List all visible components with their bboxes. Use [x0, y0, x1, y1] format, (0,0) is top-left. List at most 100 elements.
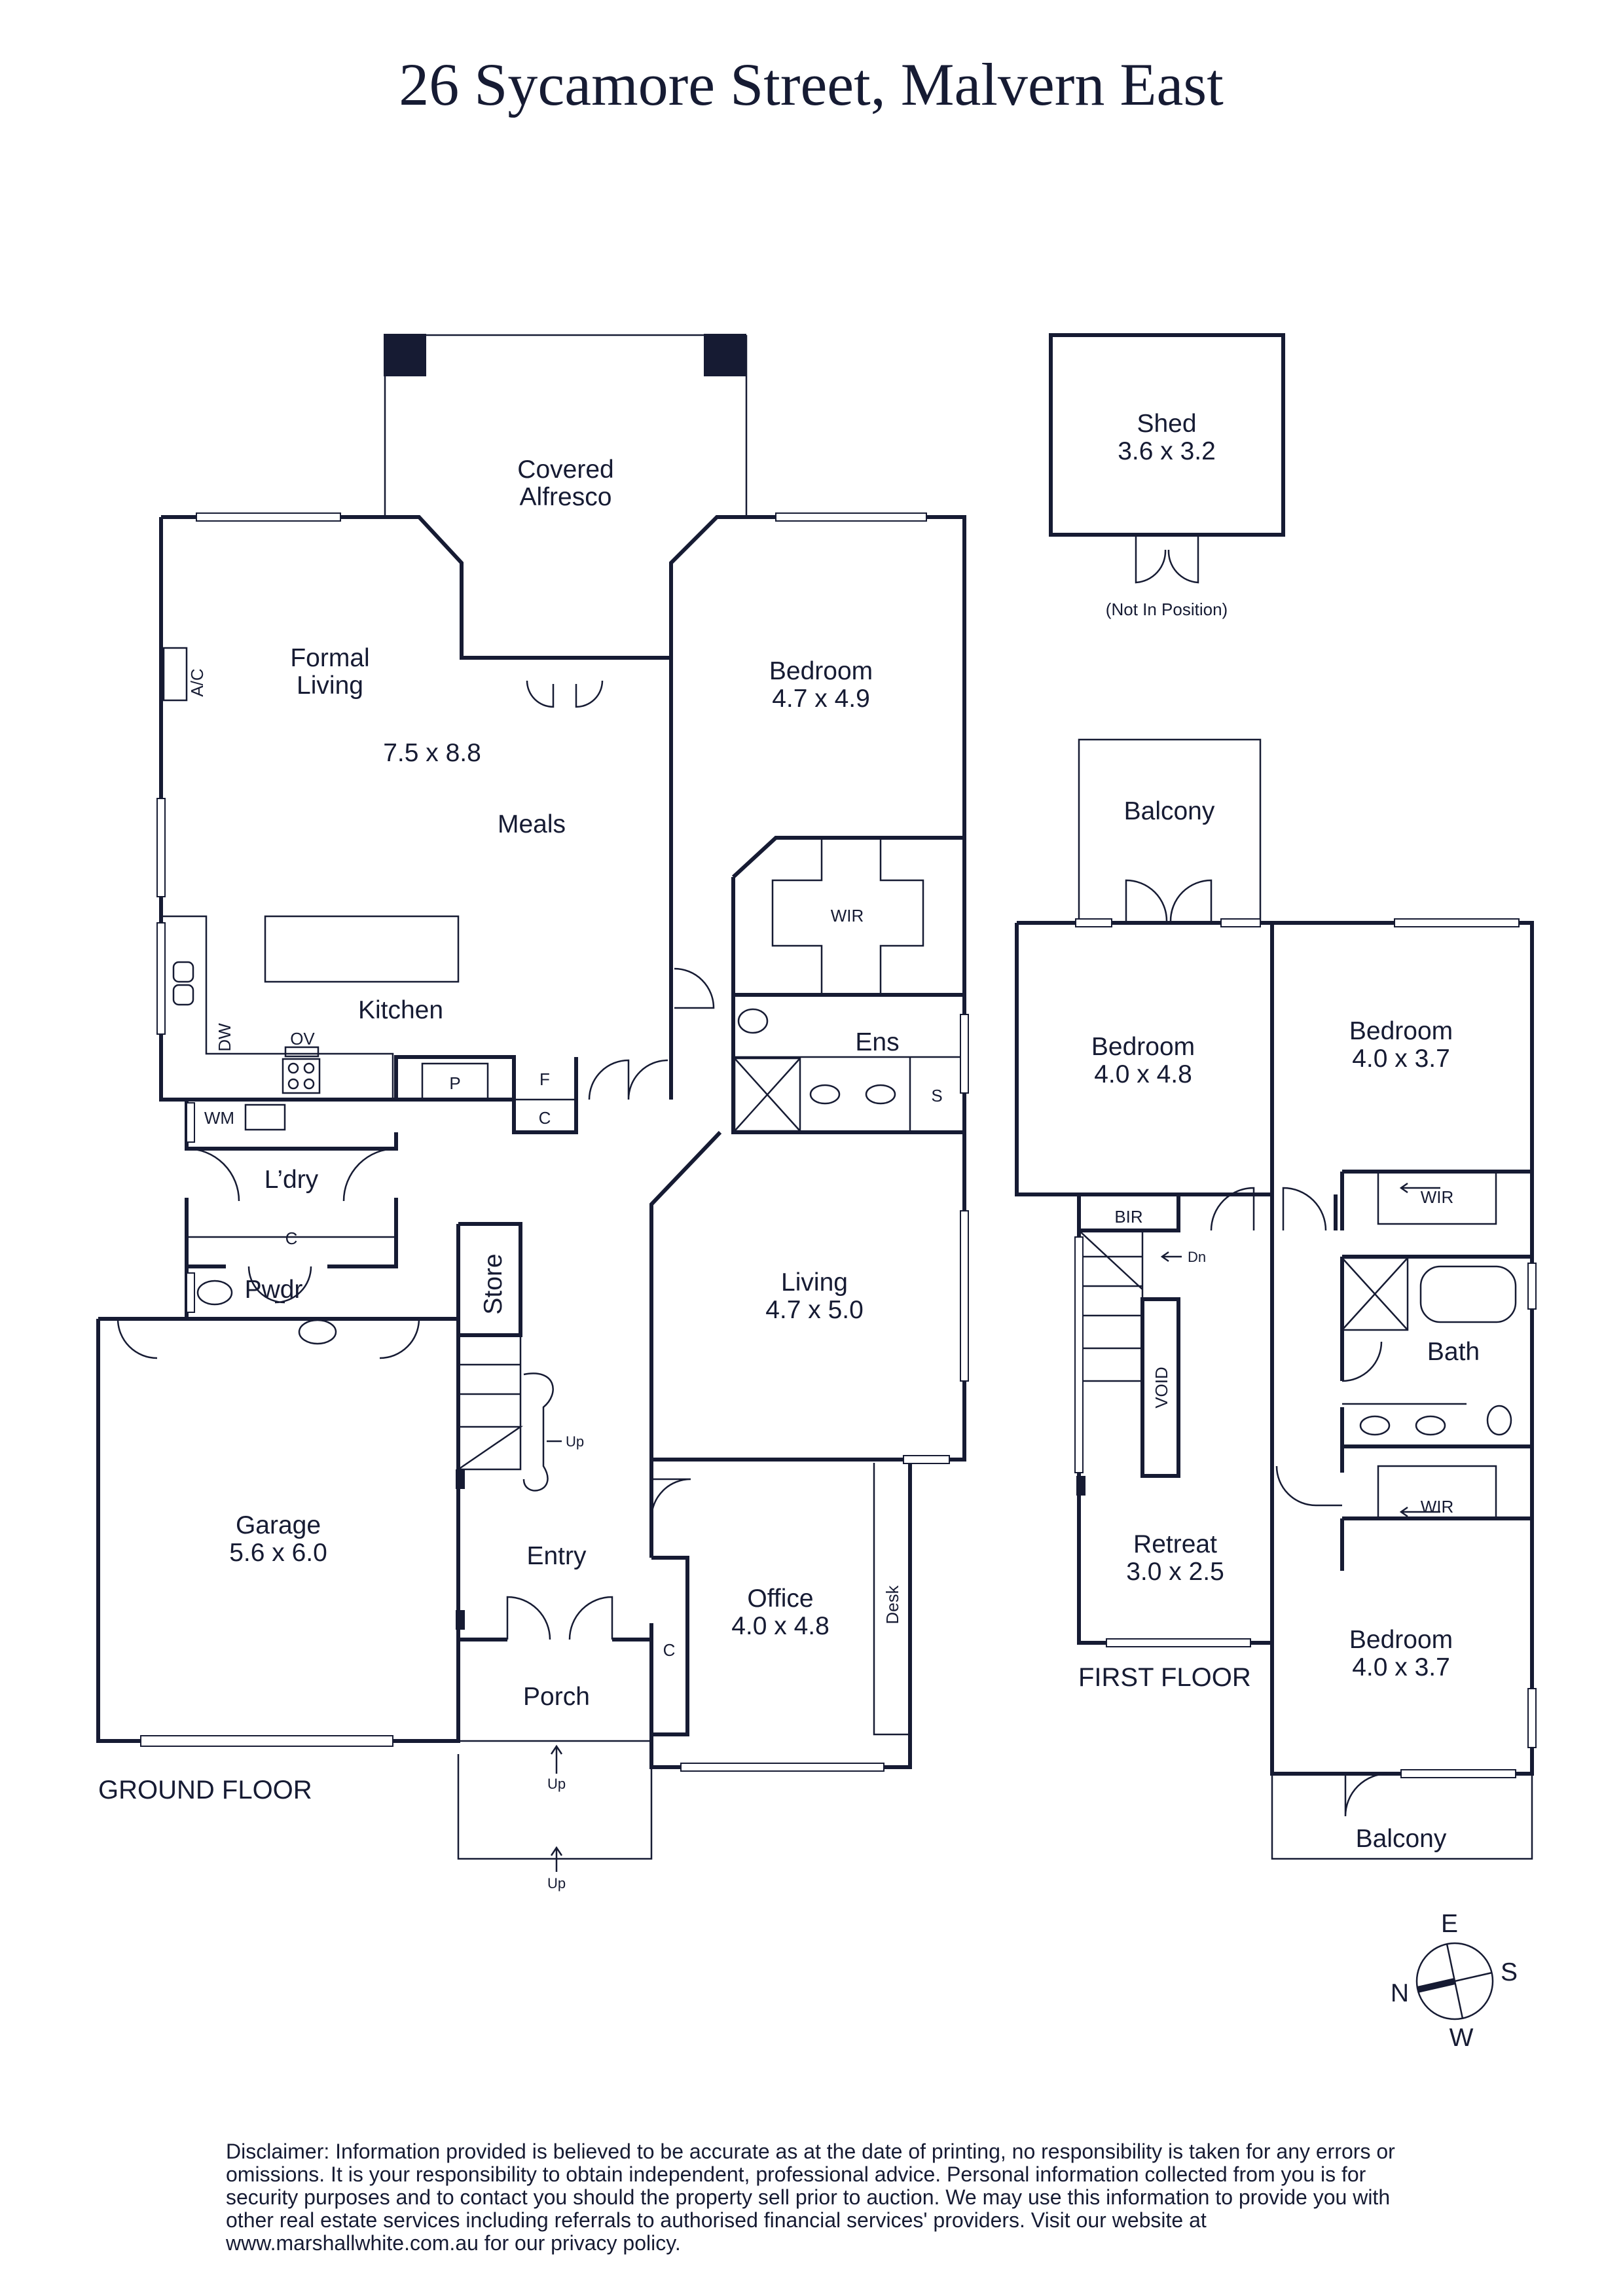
label-store: Store: [479, 1253, 507, 1314]
label-bedroom-ground: Bedroom: [769, 657, 873, 685]
window: [1106, 1638, 1251, 1647]
window: [1394, 918, 1520, 927]
powder-toilet: [196, 1280, 233, 1306]
fridge-cupboard-block: [512, 1057, 578, 1134]
label-living: Living: [781, 1268, 848, 1297]
label-balcony-bottom: Balcony: [1356, 1825, 1447, 1853]
label-bedroom-f1-dim: 4.0 x 4.8: [1094, 1060, 1192, 1088]
label-up-porch: Up: [547, 1776, 566, 1792]
label-wir-f1: WIR: [1421, 1187, 1454, 1207]
office-door: [650, 1478, 691, 1519]
shed-walls: [1049, 333, 1285, 537]
window: [1527, 1688, 1537, 1748]
label-ac: A/C: [187, 668, 207, 696]
wir-f1-shelf: [1377, 1170, 1497, 1225]
cooktop: [282, 1058, 321, 1094]
label-bath: Bath: [1427, 1338, 1480, 1366]
label-porch: Porch: [523, 1683, 590, 1711]
label-first-floor: FIRST FLOOR: [1078, 1663, 1251, 1692]
window: [960, 1014, 969, 1094]
label-bedroom-ground-dim: 4.7 x 4.9: [772, 685, 870, 713]
shed-door: [1135, 535, 1199, 584]
living-walls: [649, 1130, 964, 1462]
label-bedroom-f2-dim: 4.0 x 3.7: [1352, 1045, 1450, 1073]
oven: [284, 1046, 319, 1058]
label-ens: Ens: [855, 1028, 899, 1056]
label-bir: BIR: [1114, 1207, 1142, 1227]
ensuite-shower: [733, 1057, 801, 1132]
label-wir-ground: WIR: [831, 906, 864, 925]
window: [156, 798, 166, 897]
label-bedroom-f2: Bedroom: [1349, 1017, 1453, 1045]
alfresco-post-left: [384, 334, 426, 376]
label-kitchen: Kitchen: [358, 996, 443, 1024]
label-cupboard-kitchen: C: [539, 1108, 551, 1128]
window: [186, 1272, 195, 1313]
label-garage-dim: 5.6 x 6.0: [229, 1539, 327, 1567]
powder-basin: [298, 1319, 337, 1345]
label-shed-note: (Not In Position): [1106, 600, 1228, 619]
window: [680, 1763, 884, 1772]
balcony-bottom-door: [1344, 1772, 1389, 1817]
label-ov: OV: [290, 1029, 315, 1049]
property-address-title: 26 Sycamore Street, Malvern East: [399, 51, 1224, 118]
balcony-bottom-outline: [1271, 1774, 1533, 1860]
disclaimer-text: Disclaimer: Information provided is beli…: [226, 2140, 1395, 2255]
label-living-dim: 4.7 x 5.0: [765, 1296, 864, 1324]
label-pwdr: Pwdr: [245, 1276, 303, 1304]
ensuite-door: [674, 967, 715, 1009]
label-cupboard-office: C: [663, 1640, 676, 1660]
label-formal-living-dim: 7.5 x 8.8: [383, 739, 481, 767]
window: [196, 512, 341, 522]
kitchen-island: [264, 915, 460, 983]
wir-wall: [731, 836, 964, 995]
label-up-stairs: Up: [566, 1433, 584, 1450]
first-floor-stairs: [1078, 1229, 1144, 1382]
window: [903, 1455, 950, 1464]
label-meals: Meals: [498, 810, 566, 838]
label-garage: Garage: [236, 1511, 321, 1539]
compass-w: W: [1450, 2024, 1474, 2052]
compass-s: S: [1501, 1958, 1518, 1986]
window: [156, 922, 166, 1035]
label-shed-dim: 3.6 x 3.2: [1118, 437, 1216, 465]
stair-handrail: [522, 1372, 554, 1492]
bath-shower: [1341, 1257, 1409, 1331]
wir-shelving: [771, 838, 924, 995]
bedroom-f3-door: [1275, 1465, 1342, 1507]
kitchen-door: [588, 1059, 668, 1100]
window: [186, 1102, 195, 1143]
label-dn: Dn: [1188, 1249, 1206, 1265]
window: [1400, 1769, 1516, 1778]
label-entry: Entry: [526, 1542, 587, 1570]
label-void: VOID: [1152, 1367, 1171, 1408]
bath-toilet: [1486, 1405, 1512, 1436]
compass-e: E: [1441, 1910, 1458, 1938]
label-office: Office: [747, 1585, 813, 1613]
up-arrows: [547, 1440, 563, 1872]
office-desk: [873, 1463, 910, 1736]
label-fridge: F: [539, 1069, 550, 1089]
compass-ring: [1415, 1942, 1494, 2020]
pantry-cupboard: [421, 1062, 489, 1101]
window: [960, 1210, 969, 1382]
label-up-steps: Up: [547, 1875, 566, 1892]
label-shower-s: S: [931, 1086, 942, 1105]
label-bedroom-f1: Bedroom: [1091, 1033, 1195, 1061]
label-retreat: Retreat: [1133, 1530, 1217, 1558]
window: [1075, 918, 1112, 927]
label-ldry: L’dry: [264, 1166, 319, 1194]
ground-outer-wall-b: [159, 517, 396, 1102]
bath-door: [1341, 1341, 1383, 1382]
window: [775, 512, 927, 522]
label-office-dim: 4.0 x 4.8: [731, 1612, 830, 1640]
window: [1074, 1236, 1084, 1473]
ensuite-toilet: [737, 1008, 769, 1034]
label-line: Formal: [290, 644, 369, 672]
ensuite-walls: [731, 993, 964, 1134]
label-pantry: P: [449, 1073, 460, 1093]
